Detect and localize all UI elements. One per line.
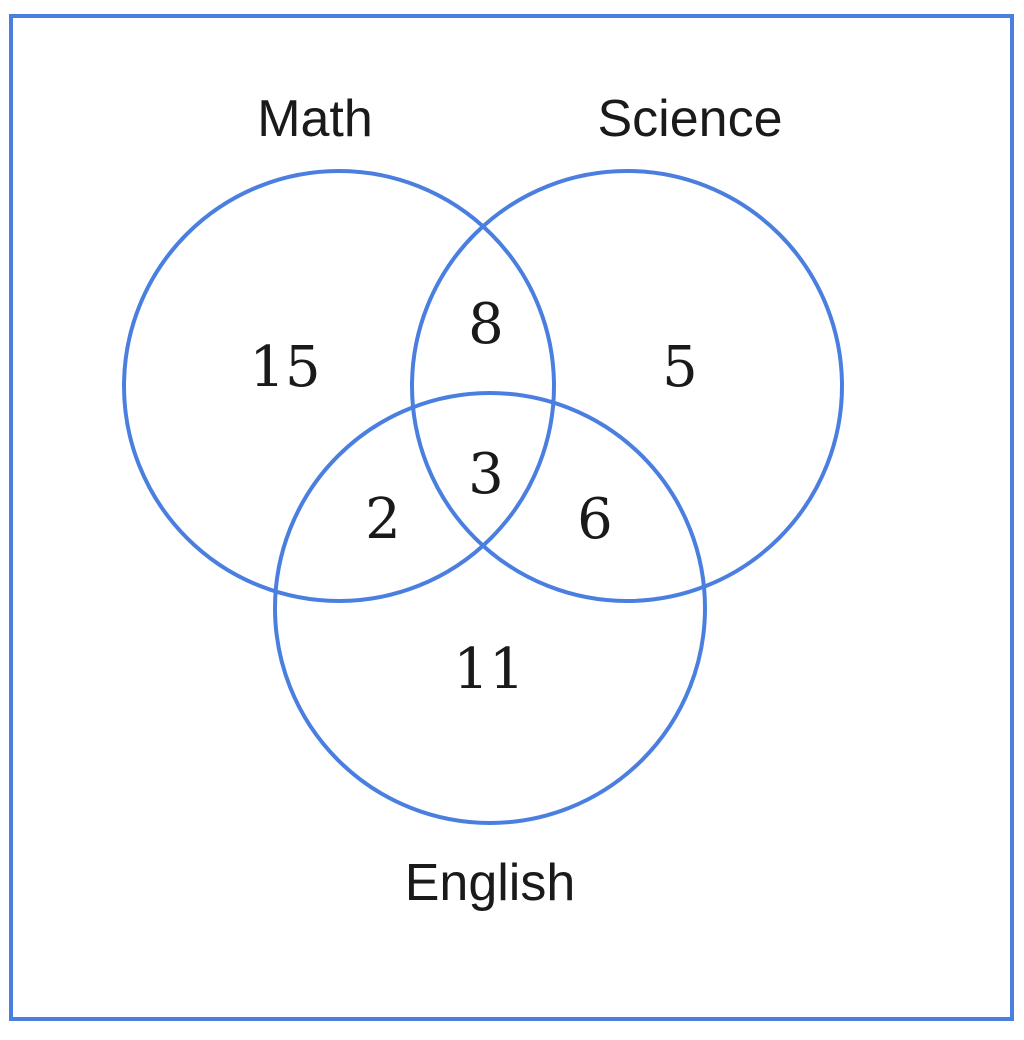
region-math-science: 8 [468,292,504,357]
region-english-only: 11 [453,637,524,702]
math-circle [122,169,556,603]
english-label: English [405,854,576,912]
region-math-only: 15 [249,335,320,400]
english-circle [273,391,707,825]
region-math-english: 2 [365,487,401,552]
science-circle [410,169,844,603]
diagram-frame [9,14,1014,1021]
math-label: Math [257,90,373,148]
region-science-only: 5 [662,335,698,400]
science-label: Science [598,90,783,148]
region-all-three: 3 [468,442,504,507]
region-science-english: 6 [577,487,613,552]
